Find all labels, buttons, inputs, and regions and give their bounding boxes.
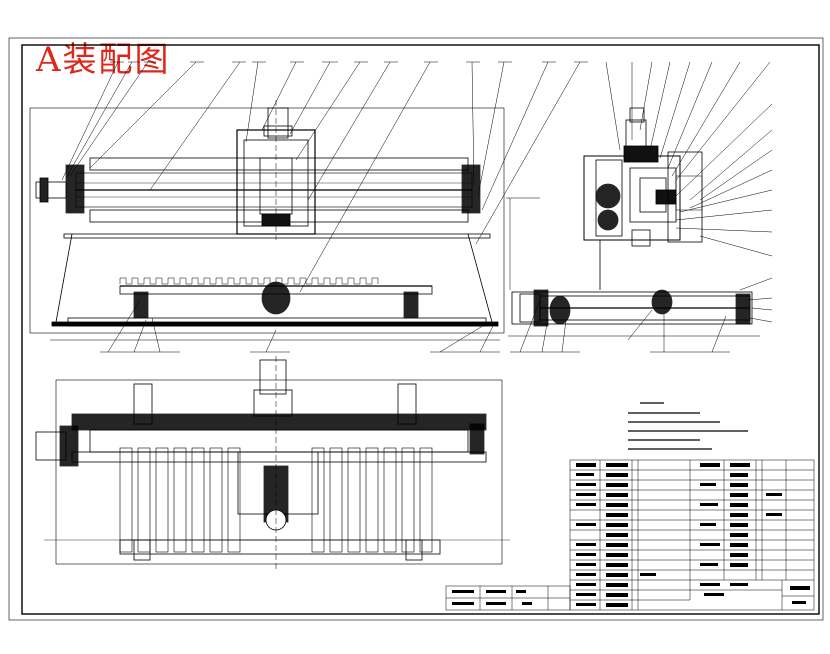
title-block-cell-marks xyxy=(452,590,532,605)
sheet-outer-frame xyxy=(8,37,824,621)
front-view-leaders xyxy=(61,61,581,353)
sheet-inner-border xyxy=(21,44,820,615)
parts-list-table xyxy=(569,459,815,611)
top-view xyxy=(35,356,510,570)
technical-requirements xyxy=(628,402,748,450)
side-view xyxy=(506,107,760,337)
title-block xyxy=(445,585,571,611)
side-view-leaders xyxy=(510,61,773,353)
parts-list-cell-marks xyxy=(576,463,810,607)
drawing-title: A装配图 xyxy=(36,40,171,80)
front-view xyxy=(29,100,505,341)
